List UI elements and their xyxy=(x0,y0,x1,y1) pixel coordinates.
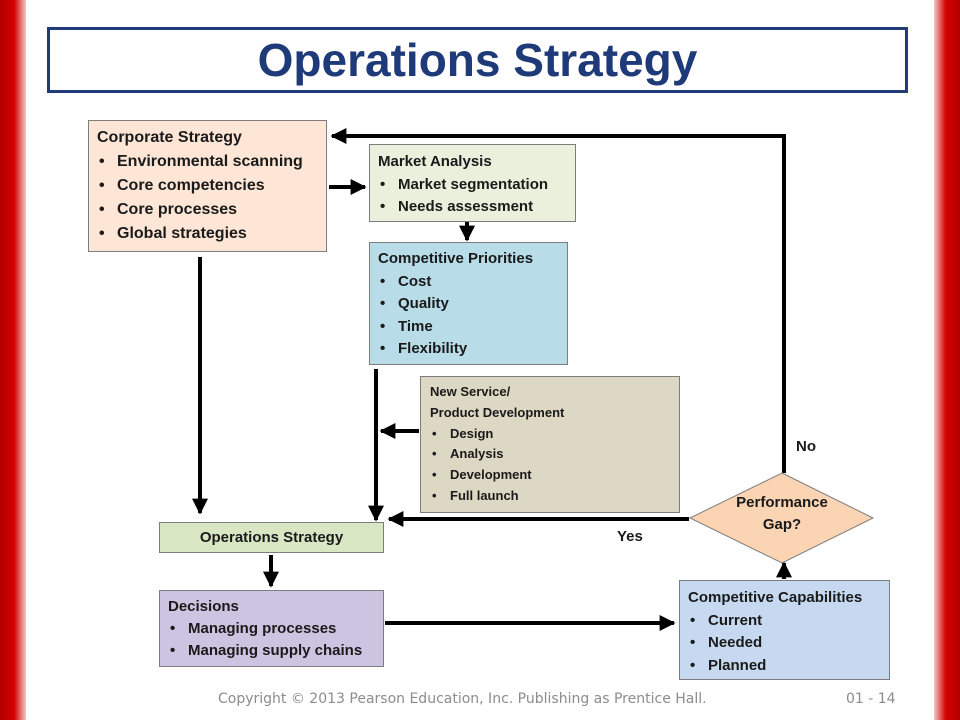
list-item: Environmental scanning xyxy=(97,150,318,174)
list-item: Cost xyxy=(378,271,559,294)
edge-label-yes: Yes xyxy=(617,528,643,545)
new-service-heading-line1: New Service/ xyxy=(430,384,511,399)
list-item: Needs assessment xyxy=(378,196,567,219)
list-item: Development xyxy=(430,465,670,486)
arrow-gap-to-corporate xyxy=(330,128,786,473)
operations-strategy-label: Operations Strategy xyxy=(199,529,344,546)
corporate-strategy-box: Corporate Strategy Environmental scannin… xyxy=(88,120,327,252)
list-item: Design xyxy=(430,424,670,445)
list-item: Core processes xyxy=(97,198,318,222)
performance-gap-diamond xyxy=(688,472,875,564)
competitive-capabilities-heading: Competitive Capabilities xyxy=(688,589,863,606)
list-item: Full launch xyxy=(430,486,670,507)
list-item: Analysis xyxy=(430,444,670,465)
corporate-strategy-list: Environmental scanning Core competencies… xyxy=(97,150,318,246)
performance-gap-label: Performance Gap? xyxy=(722,492,842,536)
edge-label-no: No xyxy=(796,438,816,455)
decisions-list: Managing processes Managing supply chain… xyxy=(168,618,375,662)
list-item: Current xyxy=(688,610,881,633)
list-item: Time xyxy=(378,316,559,339)
competitive-capabilities-list: Current Needed Planned xyxy=(688,610,881,678)
performance-gap-line2: Gap? xyxy=(762,516,802,533)
decisions-heading: Decisions xyxy=(168,598,239,615)
footer-copyright: Copyright © 2013 Pearson Education, Inc.… xyxy=(218,691,707,707)
competitive-priorities-heading: Competitive Priorities xyxy=(378,250,534,267)
operations-strategy-box: Operations Strategy xyxy=(159,522,384,553)
list-item: Needed xyxy=(688,632,881,655)
competitive-priorities-box: Competitive Priorities Cost Quality Time… xyxy=(369,242,568,365)
list-item: Quality xyxy=(378,293,559,316)
footer-page-number: 01 - 14 xyxy=(846,691,896,707)
list-item: Market segmentation xyxy=(378,174,567,197)
performance-gap-line1: Performance xyxy=(736,494,828,511)
list-item: Flexibility xyxy=(378,338,559,361)
market-analysis-list: Market segmentation Needs assessment xyxy=(378,174,567,219)
market-analysis-heading: Market Analysis xyxy=(378,153,492,170)
list-item: Core competencies xyxy=(97,174,318,198)
new-service-heading-line2: Product Development xyxy=(430,404,565,420)
list-item: Global strategies xyxy=(97,222,318,246)
competitive-capabilities-box: Competitive Capabilities Current Needed … xyxy=(679,580,890,680)
list-item: Managing processes xyxy=(168,618,375,640)
right-frame-border xyxy=(934,0,960,720)
competitive-priorities-list: Cost Quality Time Flexibility xyxy=(378,271,559,361)
decisions-box: Decisions Managing processes Managing su… xyxy=(159,590,384,667)
list-item: Planned xyxy=(688,655,881,678)
market-analysis-box: Market Analysis Market segmentation Need… xyxy=(369,144,576,222)
new-service-list: Design Analysis Development Full launch xyxy=(430,424,670,507)
corporate-strategy-heading: Corporate Strategy xyxy=(97,129,242,146)
list-item: Managing supply chains xyxy=(168,640,375,662)
page-title: Operations Strategy xyxy=(257,34,698,86)
new-service-box: New Service/ Product Development Design … xyxy=(420,376,680,513)
left-frame-border xyxy=(0,0,26,720)
title-box: Operations Strategy xyxy=(47,27,908,93)
